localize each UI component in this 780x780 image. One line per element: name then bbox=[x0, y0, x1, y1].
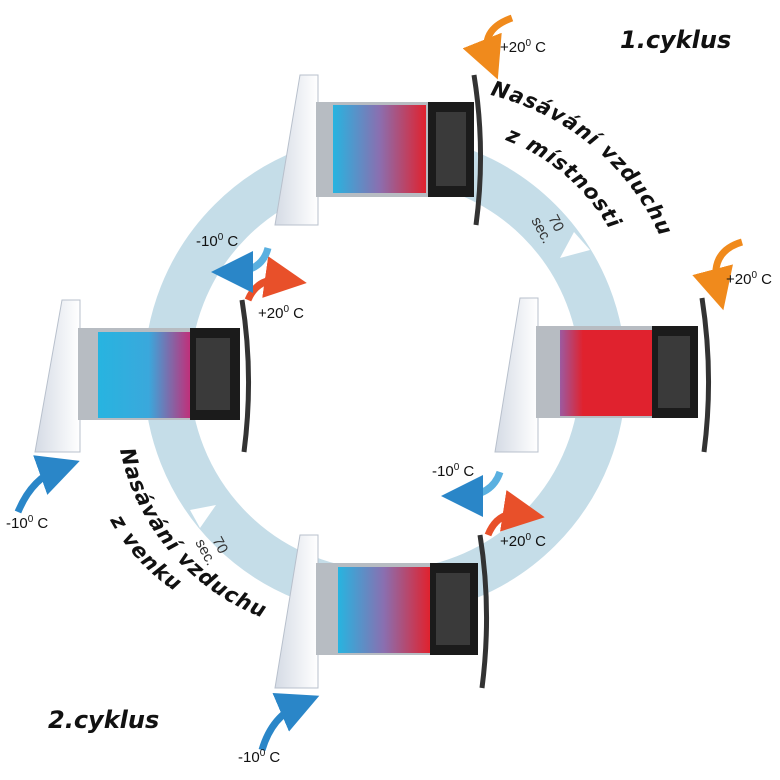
temp-cold-top: -100 C bbox=[196, 232, 238, 250]
temp-warm-right: +200 C bbox=[726, 270, 772, 288]
cold-outflow-arrow-top bbox=[211, 246, 272, 293]
direction-arrow-top bbox=[560, 232, 590, 258]
svg-text:70: 70 bbox=[208, 534, 231, 557]
cycle1-label: 1.cyklus bbox=[620, 26, 731, 54]
unit-right bbox=[494, 297, 712, 453]
cold-inflow-arrow-bottom bbox=[258, 692, 320, 752]
temp-warm-bottom: +200 C bbox=[500, 532, 546, 550]
hot-outflow-arrow-bottom bbox=[484, 490, 545, 537]
cycle2-label: 2.cyklus bbox=[48, 706, 159, 734]
cold-outflow-arrow-right bbox=[441, 470, 504, 517]
temp-cold-bottom: -100 C bbox=[238, 748, 280, 766]
warm-inflow-arrow-top bbox=[462, 14, 514, 80]
svg-text:70: 70 bbox=[544, 212, 567, 235]
unit-bottom bbox=[274, 534, 490, 689]
temp-warm-left: +200 C bbox=[258, 304, 304, 322]
hot-outflow-arrow-left bbox=[244, 256, 307, 302]
temp-warm-top: +200 C bbox=[500, 38, 546, 56]
temp-cold-left: -100 C bbox=[6, 514, 48, 532]
unit-top bbox=[274, 74, 484, 226]
cold-inflow-arrow-left bbox=[14, 455, 80, 514]
temp-cold-right: -100 C bbox=[432, 462, 474, 480]
unit-left bbox=[34, 299, 252, 453]
direction-arrow-bottom bbox=[190, 505, 216, 528]
warm-inflow-arrow-right bbox=[692, 238, 744, 311]
